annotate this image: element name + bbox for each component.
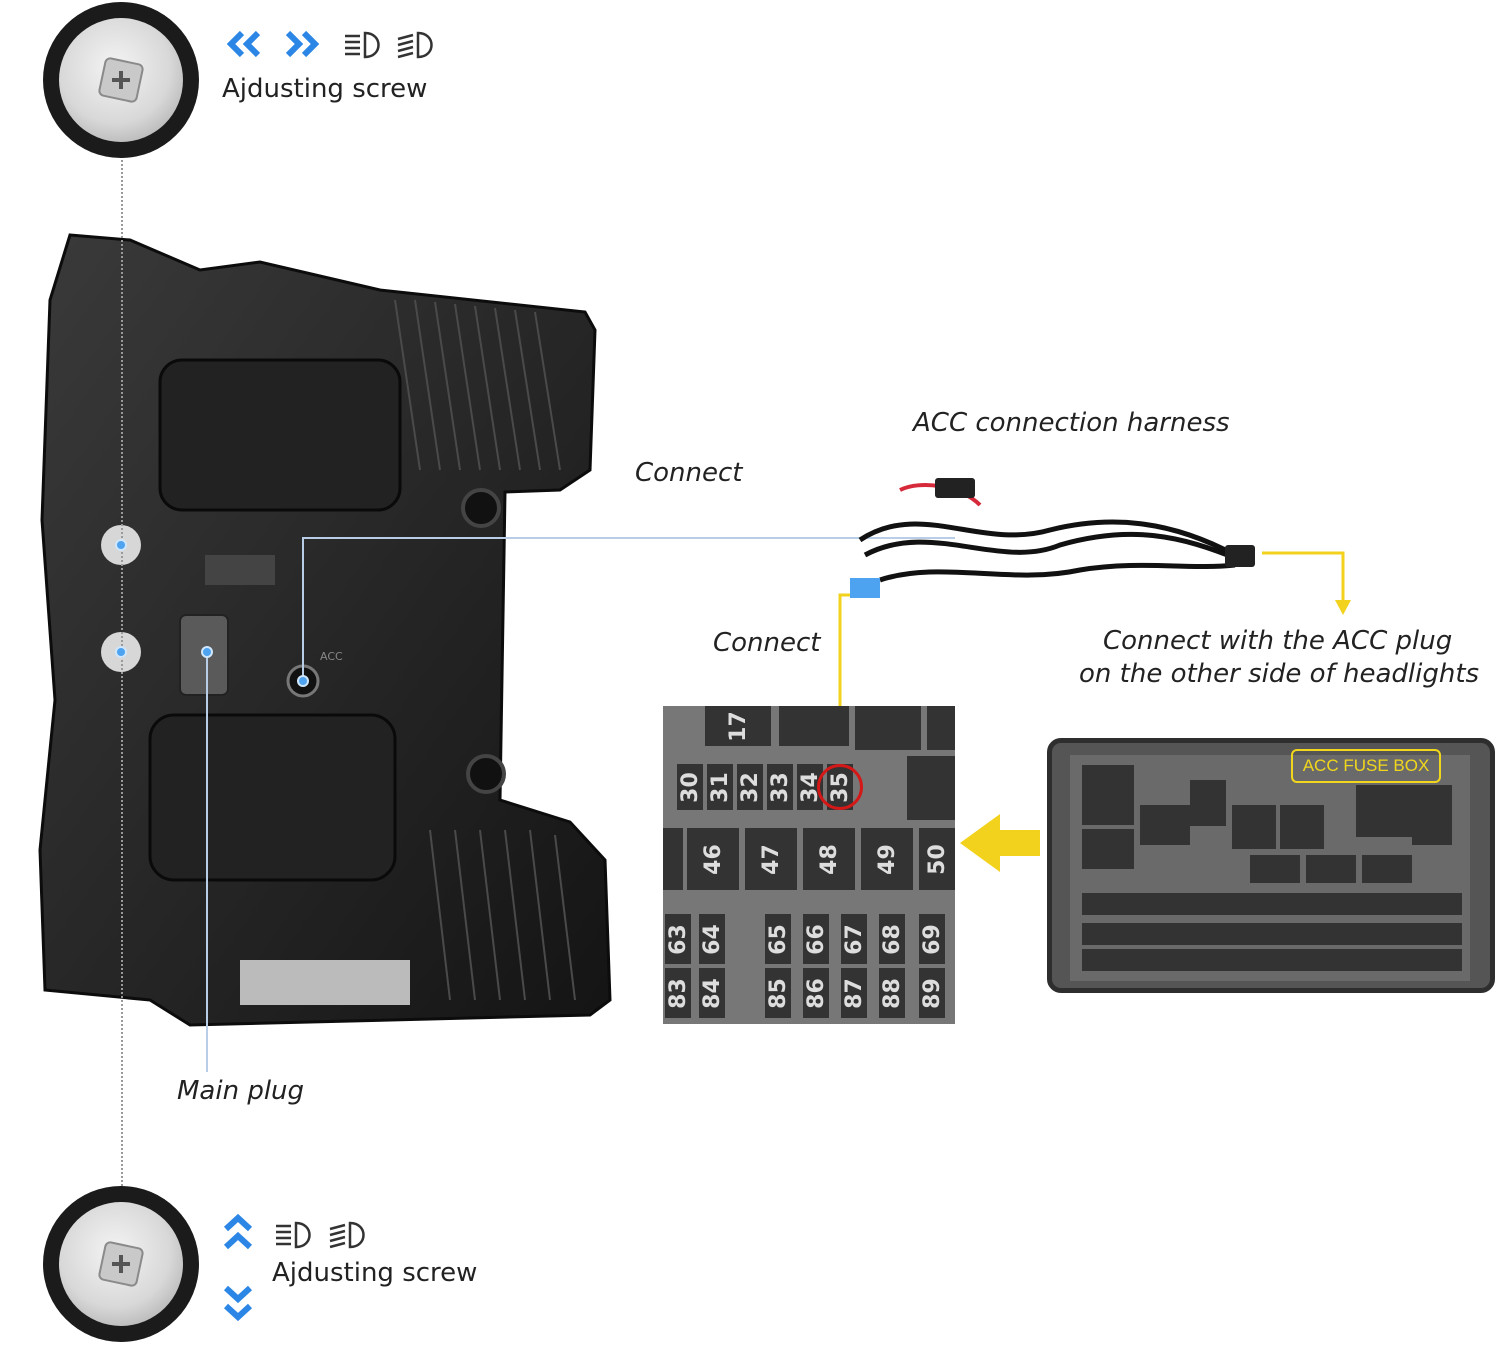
acc-fuse-box: ACC FUSE BOX <box>1047 738 1495 993</box>
chevron-up-icon <box>223 1213 253 1250</box>
fuse-block <box>779 706 849 746</box>
fuse-cell: 65 <box>765 914 791 964</box>
fuse-cell: 69 <box>919 914 945 964</box>
upper-screw-dot <box>115 539 127 551</box>
fuse-cell: 32 <box>737 764 763 810</box>
bottom-adjusting-screw-image <box>43 1186 199 1342</box>
lower-screw-dot <box>115 646 127 658</box>
acc-port-dot <box>297 675 309 687</box>
fuse-cell: 30 <box>677 764 703 810</box>
fuse-cell: 31 <box>707 764 733 810</box>
bottom-adjusting-screw-label: Ajdusting screw <box>272 1258 478 1288</box>
top-adjusting-screw-image <box>43 2 199 158</box>
fuse-zoom-panel: 17 30 31 32 33 34 35 46 47 48 49 50 63 6… <box>663 706 955 1024</box>
fuse-cell: 33 <box>767 764 793 810</box>
acc-plug-label-line1: Connect with the ACC plug <box>1103 626 1453 656</box>
fuse-cell: 67 <box>841 914 867 964</box>
acc-harness-image <box>850 478 1255 598</box>
chevrons-right-icon <box>285 30 320 58</box>
high-beam-icon <box>329 1221 365 1249</box>
main-plug-label: Main plug <box>177 1076 305 1106</box>
fuse-cell: 68 <box>879 914 905 964</box>
harness-label: ACC connection harness <box>913 408 1230 438</box>
housing-acc-mark: ACC <box>320 650 343 663</box>
chevron-down-icon <box>223 1285 253 1322</box>
fuse-cell: 83 <box>665 968 691 1018</box>
acc-plug-label-line2: on the other side of headlights <box>1079 659 1480 689</box>
fuse-cell: 49 <box>861 828 913 890</box>
connect-harness-label: Connect <box>635 458 743 488</box>
fuse-cell: 48 <box>803 828 855 890</box>
fuse-box-title: ACC FUSE BOX <box>1291 749 1441 783</box>
fuse-block <box>855 706 921 750</box>
fuse-cell: 66 <box>803 914 829 964</box>
top-adjusting-screw-label: Ajdusting screw <box>222 74 428 104</box>
screw-guide-line <box>121 156 123 1186</box>
low-beam-icon <box>345 31 380 59</box>
fuse-highlight-circle <box>817 764 863 810</box>
fuse-arrow-left-icon <box>960 814 1040 872</box>
fuse-cell: 88 <box>879 968 905 1018</box>
fuse-block <box>907 756 955 820</box>
fuse-cell: 47 <box>745 828 797 890</box>
high-beam-icon <box>397 31 433 59</box>
fuse-cell: 89 <box>919 968 945 1018</box>
fuse-cell: 63 <box>665 914 691 964</box>
fuse-cell <box>663 828 683 890</box>
fuse-cell: 87 <box>841 968 867 1018</box>
fuse-cell: 64 <box>699 914 725 964</box>
chevrons-left-icon <box>226 30 261 58</box>
fuse-cell-top: 17 <box>705 706 771 746</box>
fuse-cell: 50 <box>919 828 955 890</box>
fuse-block <box>927 706 955 750</box>
fuse-cell: 86 <box>803 968 829 1018</box>
connect-fuse-label: Connect <box>713 628 821 658</box>
fuse-cell: 46 <box>687 828 739 890</box>
main-plug-dot <box>201 646 213 658</box>
fuse-cell: 85 <box>765 968 791 1018</box>
fuse-cell: 84 <box>699 968 725 1018</box>
low-beam-icon <box>276 1221 311 1249</box>
